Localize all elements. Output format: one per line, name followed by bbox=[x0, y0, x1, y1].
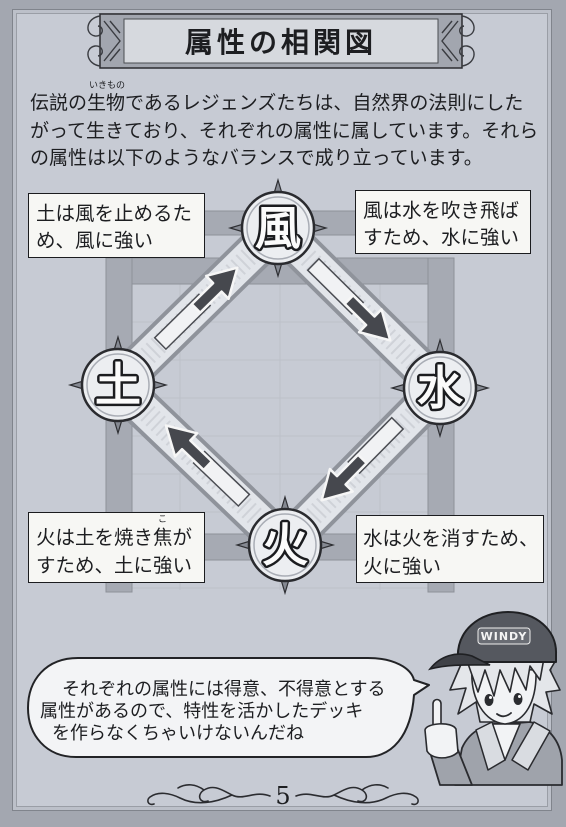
note-line: すため、水に強い bbox=[363, 226, 520, 249]
note-line: 火は土を焼き焦が bbox=[36, 526, 193, 549]
wind-medallion-ring bbox=[246, 196, 310, 260]
note-line: 火に強い bbox=[363, 555, 442, 578]
character-cap-brim bbox=[427, 653, 491, 671]
character-fist bbox=[424, 723, 459, 759]
fire-kanji: 火 bbox=[262, 518, 308, 572]
intro-line: の属性は以下のようなバランスで成り立っています。 bbox=[30, 147, 483, 169]
flourish-right bbox=[295, 784, 419, 806]
note-line: め、風に強い bbox=[36, 229, 154, 252]
fire-medallion bbox=[247, 507, 323, 583]
cap-label-plate bbox=[477, 627, 531, 645]
water-kanji: 水 bbox=[417, 361, 464, 415]
note-fire-beats-earth: こ 火は土を焼き焦が すため、土に強い bbox=[28, 512, 205, 583]
speech-bubble-shape bbox=[27, 657, 430, 758]
speech-bubble-line: を作らなくちゃいけないんだね bbox=[52, 723, 304, 744]
character-collar-left bbox=[475, 721, 506, 771]
wind-kanji: 風 bbox=[255, 201, 301, 255]
note-water-beats-fire: 水は火を消すため、 火に強い bbox=[356, 515, 544, 583]
note-line: すため、土に強い bbox=[36, 554, 193, 577]
character-collar-right bbox=[511, 721, 551, 771]
water-medallion-ring bbox=[408, 356, 472, 420]
banner-left-ornament bbox=[103, 20, 121, 62]
character-eye-highlight bbox=[518, 695, 521, 698]
note-earth-beats-wind: 土は風を止めるた め、風に強い bbox=[28, 193, 205, 258]
banner-left-scroll bbox=[87, 15, 103, 67]
arrow-head bbox=[320, 453, 368, 502]
element-earth: 土 bbox=[67, 334, 169, 436]
character-mouth bbox=[496, 712, 512, 718]
banner-right-ornament bbox=[441, 20, 459, 62]
note-ruby: こ bbox=[158, 515, 168, 525]
banner-right-scroll bbox=[459, 15, 475, 67]
note-line: 風は水を吹き飛ば bbox=[363, 199, 520, 222]
speech-bubble-line: 属性があるので、特性を活かしたデッキ bbox=[40, 701, 364, 722]
arrow-fire-to-earth bbox=[164, 424, 251, 508]
intro-line: 伝説の生物であるレジェンズたちは、自然界の法則にした bbox=[30, 92, 524, 114]
note-wind-beats-water: 風は水を吹き飛ば すため、水に強い bbox=[355, 190, 531, 254]
footer-ornament: 5 bbox=[147, 782, 419, 810]
character-illustration: WINDY bbox=[424, 611, 563, 786]
flourish-left bbox=[147, 784, 271, 806]
note-line: 土は風を止めるた bbox=[36, 202, 193, 225]
water-medallion bbox=[402, 350, 478, 426]
wind-medallion bbox=[240, 190, 316, 266]
character-face bbox=[471, 667, 537, 725]
element-fire: 火 bbox=[234, 494, 336, 596]
page-title: 属性の相関図 bbox=[184, 26, 377, 59]
element-water: 水 bbox=[389, 337, 491, 439]
intro-line: がって生きており、それぞれの属性に属しています。それら bbox=[30, 120, 539, 142]
character-right-eye bbox=[513, 693, 523, 705]
title-banner bbox=[87, 13, 475, 69]
character-finger bbox=[432, 698, 442, 731]
arrow-wind-to-water bbox=[306, 257, 392, 342]
note-line: 水は火を消すため、 bbox=[363, 527, 539, 550]
arrow-earth-to-wind bbox=[153, 266, 239, 351]
banner-inner-panel bbox=[123, 18, 439, 64]
fire-medallion-ring bbox=[253, 513, 317, 577]
earth-kanji: 土 bbox=[95, 358, 141, 412]
earth-medallion-ring bbox=[86, 353, 150, 417]
intro-ruby: いきもの bbox=[89, 81, 126, 91]
arrow-head bbox=[190, 266, 239, 314]
arrow-head bbox=[343, 294, 392, 342]
earth-medallion bbox=[80, 347, 156, 423]
character-left-eye bbox=[484, 694, 494, 706]
page-number: 5 bbox=[275, 782, 290, 810]
speech-bubble-line: それぞれの属性には得意、不得意とする bbox=[62, 679, 386, 700]
arrow-head bbox=[164, 424, 214, 472]
character-bangs bbox=[465, 657, 545, 697]
arrow-water-to-fire bbox=[320, 416, 405, 502]
element-wind: 風 bbox=[227, 177, 329, 279]
character-eye-highlight bbox=[489, 696, 492, 699]
cap-label: WINDY bbox=[481, 630, 528, 643]
